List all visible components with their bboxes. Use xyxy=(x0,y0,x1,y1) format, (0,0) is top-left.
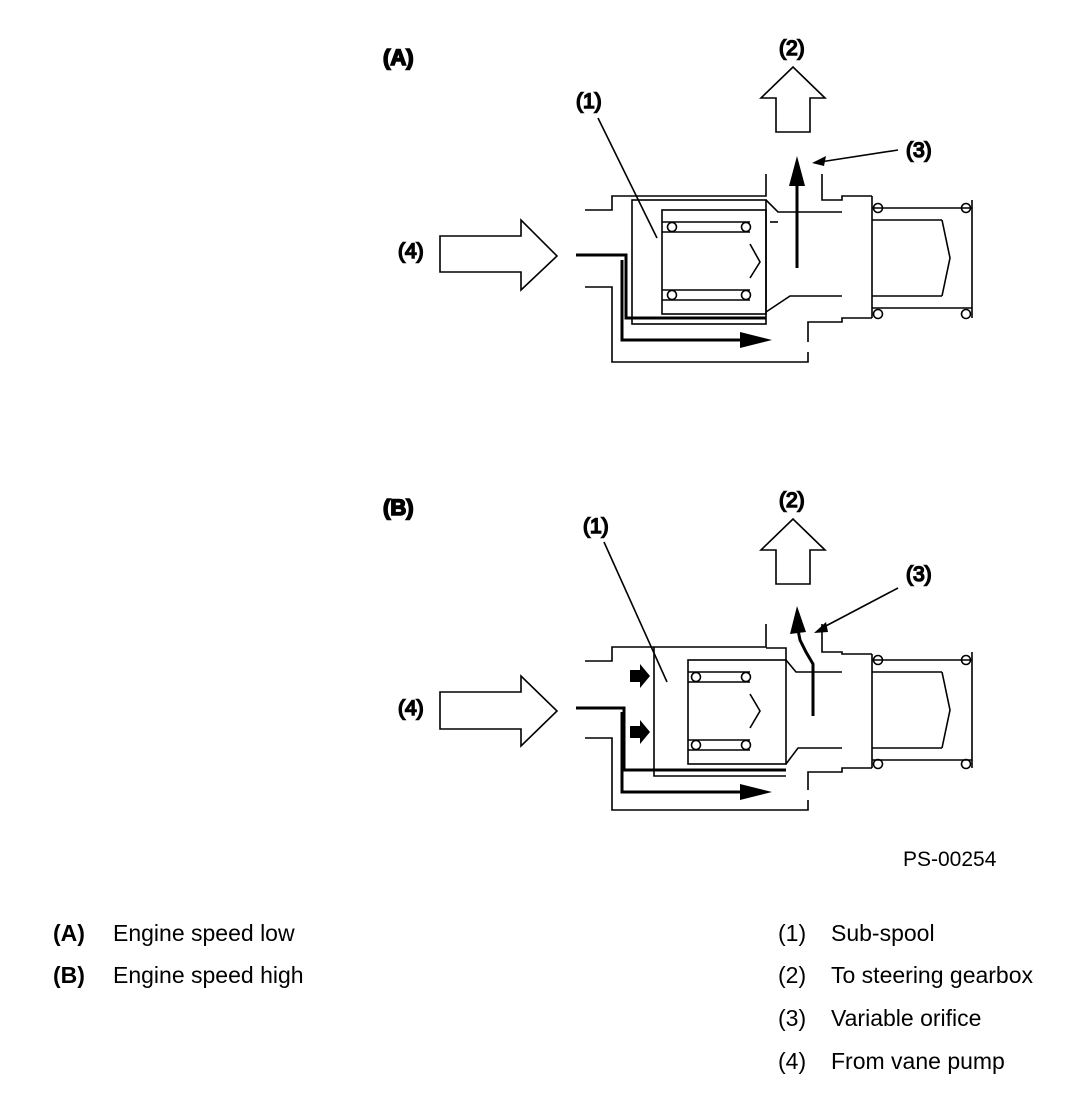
panel-a-housing-bottom-right xyxy=(807,317,872,342)
panel-b-housing-top-right xyxy=(821,624,872,655)
panel-b-flow-bypass-arrowhead xyxy=(740,784,772,800)
panel-b-flow-main xyxy=(576,706,786,772)
panel-b-leader-3-arrowhead xyxy=(814,622,828,633)
panel-b-sub-spool xyxy=(653,647,786,777)
panel-a-flow-bypass-arrowhead xyxy=(740,332,772,348)
panel-b-leader-3 xyxy=(821,587,899,629)
panel-a-leader-1 xyxy=(597,117,658,239)
panel-b-callout-3: (3) xyxy=(906,563,932,586)
panel-a-sub-spool xyxy=(631,199,767,325)
legend-text: Sub-spool xyxy=(831,920,935,946)
panel-b-label: (B) xyxy=(383,495,414,520)
panel-a-port-top xyxy=(765,199,842,213)
legend-code: (2) xyxy=(778,962,807,988)
panel-a-ball xyxy=(872,202,884,214)
legend-text: Engine speed high xyxy=(113,962,304,988)
panel-a-inflow-arrow xyxy=(439,218,559,292)
panel-a-ball xyxy=(666,221,678,233)
panel-a-outflow-arrow xyxy=(759,65,827,133)
panel-b-leader-1 xyxy=(603,541,668,683)
legend-code: (B) xyxy=(53,962,85,988)
panel-b-flow-up xyxy=(796,629,815,716)
panel-a-callout-1: (1) xyxy=(576,90,602,113)
panel-b-port-top-step xyxy=(766,647,787,660)
panel-b-spool-tip xyxy=(749,693,761,729)
panel-a-ball xyxy=(740,221,752,233)
panel-b-housing-bottom-right xyxy=(807,767,872,790)
panel-b-spring-cap xyxy=(941,671,951,749)
panel-b-ball xyxy=(690,671,702,683)
panel-b-inflow-arrow xyxy=(439,674,559,748)
panel-b-port-top xyxy=(785,659,842,673)
legend-code: (A) xyxy=(53,920,85,946)
panel-b-ball xyxy=(872,758,884,770)
panel-a-spool-tip xyxy=(749,243,761,279)
panel-b-callout-2: (2) xyxy=(779,489,805,512)
panel-a-ball xyxy=(960,308,972,320)
panel-b-callout-4: (4) xyxy=(398,697,424,720)
panel-a-ball xyxy=(960,202,972,214)
panel-a-housing-bottom xyxy=(585,286,809,363)
legend-text: To steering gearbox xyxy=(831,962,1034,988)
panel-b-flow-up-arrowhead xyxy=(790,606,806,634)
panel-a-leader-3-arrowhead xyxy=(812,156,826,166)
panel-a-ball xyxy=(666,289,678,301)
panel-a-flow-up-arrowhead xyxy=(789,156,805,186)
panel-b-flow-bypass xyxy=(620,712,740,794)
panel-b-inner-chamber xyxy=(687,659,787,765)
panel-b-ball xyxy=(960,654,972,666)
panel-b: (B) (1) (2) (3) (4) xyxy=(382,488,973,811)
panel-a-port-bottom xyxy=(765,295,842,313)
panel-b-outflow-arrow xyxy=(759,517,827,585)
panel-b-ball xyxy=(690,739,702,751)
panel-b-spring-housing xyxy=(871,652,973,768)
legend-code: (4) xyxy=(778,1048,807,1074)
panel-b-callout-1: (1) xyxy=(583,515,609,538)
panel-a-ball xyxy=(740,289,752,301)
panel-a-spring-lines xyxy=(662,221,750,301)
legend-text: Variable orifice xyxy=(831,1005,982,1031)
panel-a-spring-housing xyxy=(871,196,973,318)
panel-b-housing-bottom xyxy=(585,737,809,811)
panel-a-housing-top xyxy=(585,174,767,211)
panel-b-ball xyxy=(740,671,752,683)
figure-id: PS-00254 xyxy=(903,848,997,871)
panel-b-port-bottom xyxy=(785,747,842,765)
panel-a-callout-2: (2) xyxy=(779,37,805,60)
panel-a-callout-3: (3) xyxy=(906,139,932,162)
panel-a-flow-main xyxy=(576,253,766,320)
panel-a-flow-bypass xyxy=(620,260,740,342)
panel-a-inner-chamber xyxy=(661,209,767,315)
legend-right: (1) Sub-spool (2) To steering gearbox (3… xyxy=(778,922,1078,1082)
legend-text: From vane pump xyxy=(831,1048,1005,1074)
panel-a: (A) (1) (2) (3) (4) xyxy=(382,36,973,363)
panel-b-ball xyxy=(872,654,884,666)
panel-b-ball xyxy=(960,758,972,770)
panel-b-housing-top xyxy=(585,624,767,662)
panel-b-pressure-arrow-bottom xyxy=(630,720,650,744)
panel-a-housing-top-right xyxy=(821,174,872,201)
panel-a-label: (A) xyxy=(383,45,414,70)
panel-a-callout-4: (4) xyxy=(398,240,424,263)
panel-a-ball xyxy=(872,308,884,320)
legend-text: Engine speed low xyxy=(113,920,295,946)
panel-b-ball xyxy=(740,739,752,751)
panel-a-leader-3 xyxy=(819,149,899,163)
panel-b-pressure-arrow-top xyxy=(630,664,650,688)
legend-left: (A) Engine speed low (B) Engine speed hi… xyxy=(53,922,373,992)
legend-code: (1) xyxy=(778,920,807,946)
diagram-canvas: (A) (1) (2) (3) (4) xyxy=(382,36,997,871)
panel-a-spring-cap xyxy=(941,219,951,297)
legend-code: (3) xyxy=(778,1005,807,1031)
panel-b-spring-lines xyxy=(688,671,750,751)
